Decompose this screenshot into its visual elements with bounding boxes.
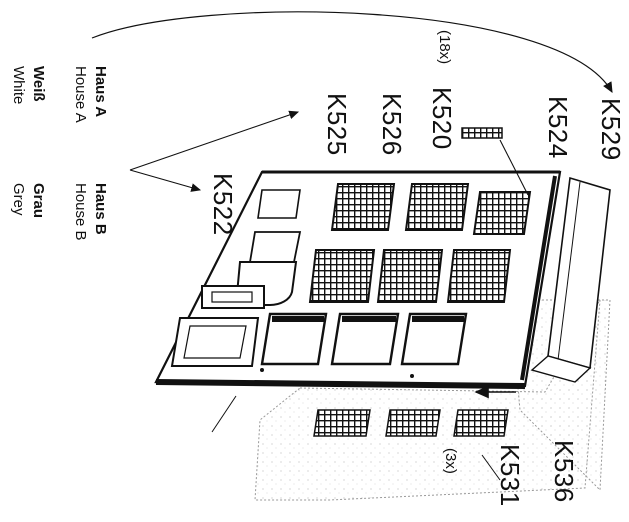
leader-k531 (481, 454, 501, 481)
facade-windows-k520 (260, 183, 532, 366)
legend-house-b-color: Grau (30, 183, 47, 219)
legend-house-a-name: Haus A (92, 66, 109, 118)
label-k526: K526 (377, 93, 407, 156)
label-k520-qty: (18x) (436, 30, 453, 65)
leader-k522-a (129, 110, 300, 171)
label-k531: K531 (495, 444, 525, 507)
side-rail-k529 (530, 176, 611, 383)
legend-house-a-name-en: House A (72, 66, 89, 123)
label-k520: K520 (427, 87, 457, 150)
legend-house-b-color-en: Grey (10, 183, 27, 216)
back-windows-k531 (313, 409, 509, 437)
label-k536: K536 (549, 440, 579, 503)
legend-house-a-color: Weiß (30, 66, 47, 102)
loose-window-k520 (461, 127, 503, 139)
leader-k522-b (129, 169, 202, 192)
legend-house-a-color-en: White (10, 66, 27, 105)
label-k531-qty: (3x) (442, 448, 459, 474)
legend-house-b-name: Haus B (92, 183, 109, 235)
legend-house-b-name-en: House B (72, 183, 89, 241)
label-k525: K525 (322, 93, 352, 156)
label-k524: K524 (543, 96, 573, 159)
assembly-line-left (211, 395, 237, 433)
label-k529: K529 (596, 98, 626, 161)
leader-k524 (499, 139, 529, 196)
left-details-k522 (170, 189, 414, 378)
curved-arrow-k529 (91, 11, 613, 94)
label-k522: K522 (208, 173, 238, 236)
